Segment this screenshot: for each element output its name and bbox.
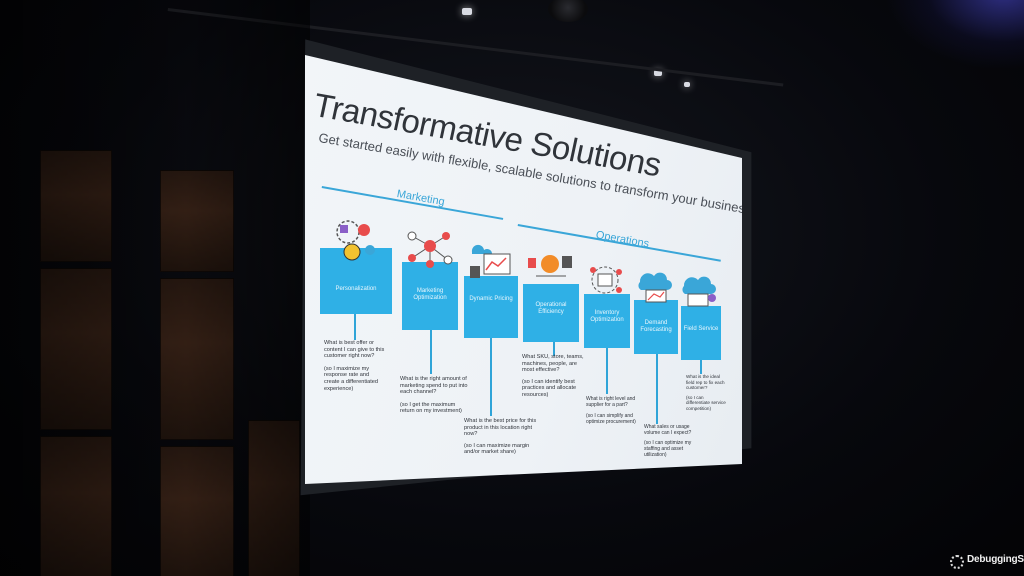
efficiency-icon — [528, 255, 572, 277]
connector-line — [490, 338, 492, 416]
ceiling-spotlight — [654, 70, 662, 76]
ceiling-spotlight — [684, 82, 690, 87]
solution-tile-field-service: Field Service — [681, 306, 721, 360]
connector-line — [430, 330, 432, 374]
field-service-icon — [682, 276, 716, 307]
question-text: What is the best price for this product … — [464, 418, 537, 438]
solution-tile-demand-forecasting: Demand Forecasting — [634, 300, 678, 354]
watermark-logo: DebuggingSoft — [950, 554, 1024, 570]
question-block-7: What is the ideal field rep to fix each … — [686, 374, 726, 412]
answer-text: (so I can identify best practices and al… — [522, 378, 577, 398]
tile-label: Marketing Optimization — [413, 288, 447, 301]
question-block-2: What is the right amount of marketing sp… — [400, 376, 468, 415]
question-block-4: What SKU, store, teams, machines, people… — [522, 354, 584, 399]
solution-tile-marketing-optimization: Marketing Optimization — [402, 262, 458, 330]
tile-label: Field Service — [683, 326, 719, 332]
question-block-6: What sales or usage volume can I expect?… — [644, 424, 698, 458]
answer-text: (so I maximize my response rate and crea… — [324, 365, 379, 392]
tile-label: Operational Efficiency — [535, 302, 567, 315]
question-text: What sales or usage volume can I expect? — [644, 424, 692, 436]
marketing-network-icon — [407, 231, 453, 268]
tile-label: Demand Forecasting — [640, 320, 672, 333]
ceiling-blue-light — [884, 0, 1024, 70]
solution-tile-inventory-optimization: Inventory Optimization — [584, 294, 630, 348]
question-block-1: What is best offer or content I can give… — [324, 340, 386, 392]
section-label-operations: Operations — [594, 229, 650, 251]
question-block-5: What is right level and supplier for a p… — [586, 396, 638, 425]
ceiling-spotlight — [462, 8, 472, 15]
connector-line — [700, 360, 702, 374]
question-text: What is the right amount of marketing sp… — [400, 376, 468, 396]
answer-text: (so I can maximize margin and/or market … — [464, 442, 530, 456]
answer-text: (so I can optimize my staffing and asset… — [644, 440, 692, 458]
personalization-icon — [336, 220, 375, 261]
inventory-icon — [590, 266, 622, 294]
question-block-3: What is the best price for this product … — [464, 418, 540, 456]
connector-line — [553, 342, 555, 356]
answer-text: (so I can simplify and optimize procurem… — [586, 413, 636, 425]
connector-line — [354, 314, 356, 340]
tile-label: Inventory Optimization — [590, 310, 624, 323]
pricing-chart-icon — [470, 244, 511, 278]
question-text: What is right level and supplier for a p… — [586, 396, 636, 408]
answer-text: (so I get the maximum return on my inves… — [400, 401, 462, 415]
question-text: What SKU, store, teams, machines, people… — [522, 354, 584, 374]
forecast-cloud-icon — [638, 272, 672, 303]
connector-line — [656, 354, 658, 424]
watermark-text: DebuggingSoft — [967, 554, 1024, 565]
solution-tile-operational-efficiency: Operational Efficiency — [523, 284, 579, 342]
answer-text: (so I can differentiate service competit… — [686, 394, 726, 411]
tile-label: Dynamic Pricing — [469, 296, 513, 302]
question-text: What is best offer or content I can give… — [324, 340, 385, 360]
tile-label: Personalization — [335, 286, 377, 292]
ceiling-speaker — [548, 0, 588, 22]
wall-shadow — [0, 0, 310, 576]
question-text: What is the ideal field rep to fix each … — [686, 374, 725, 391]
connector-line — [606, 348, 608, 394]
gear-icon — [950, 555, 964, 569]
solution-tile-dynamic-pricing: Dynamic Pricing — [464, 276, 518, 338]
